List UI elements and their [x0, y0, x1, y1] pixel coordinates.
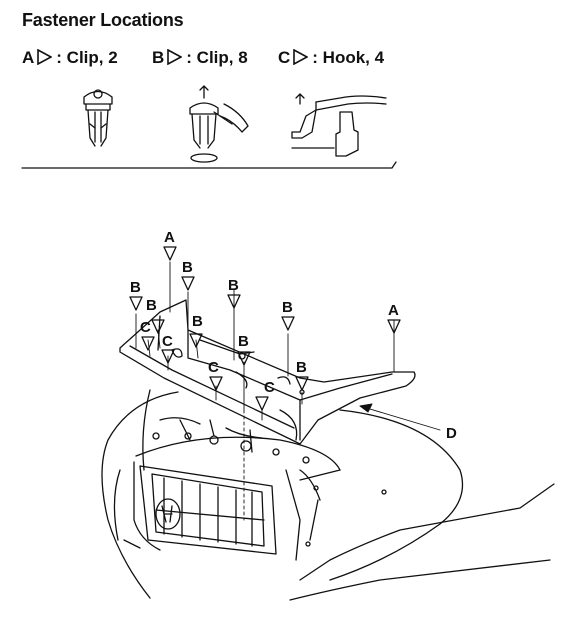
marker-label: B: [182, 259, 193, 276]
legend-a-letter: A: [22, 48, 35, 67]
engine-cover-panel-d: [119, 299, 416, 445]
legend-c-letter: C: [278, 48, 291, 67]
hook-c-illustration: [291, 93, 387, 157]
legend-c: C : Hook, 4: [278, 48, 384, 70]
marker-b-triangle: [295, 376, 309, 391]
marker-label: B: [192, 313, 203, 330]
legend-a-text: : Clip, 2: [56, 48, 118, 67]
marker-label: B: [130, 279, 141, 296]
legend-b-letter: B: [152, 48, 165, 67]
marker-label: C: [140, 319, 151, 336]
triangle-marker-icon: [36, 48, 53, 70]
marker-c-triangle: [255, 396, 269, 411]
vehicle-front-illustration: [101, 389, 555, 601]
marker-label: A: [388, 302, 399, 319]
legend-a: A : Clip, 2: [22, 48, 118, 70]
legend-b: B : Clip, 8: [152, 48, 248, 70]
clip-b-illustration: [189, 85, 249, 163]
legend-c-text: : Hook, 4: [312, 48, 385, 67]
marker-label: A: [164, 229, 175, 246]
section-divider: [21, 161, 397, 169]
marker-b-triangle: [189, 333, 203, 348]
marker-b-triangle: [181, 276, 195, 291]
marker-label: C: [208, 359, 219, 376]
legend-b-text: : Clip, 8: [186, 48, 248, 67]
marker-label: B: [228, 277, 239, 294]
marker-a-triangle: [163, 246, 177, 261]
marker-label: B: [146, 297, 157, 314]
marker-label: C: [162, 333, 173, 350]
triangle-marker-icon: [166, 48, 183, 70]
marker-c-triangle: [209, 376, 223, 391]
marker-label: B: [296, 359, 307, 376]
marker-a-triangle: [387, 319, 401, 334]
marker-b-triangle: [281, 316, 295, 331]
marker-c-triangle: [161, 349, 175, 364]
marker-b-triangle: [129, 296, 143, 311]
marker-b-triangle: [237, 351, 251, 366]
fastener-triangles: [129, 246, 401, 411]
marker-c-triangle: [141, 336, 155, 351]
marker-label: C: [264, 379, 275, 396]
leader-lines: [135, 261, 441, 521]
clip-a-illustration: [83, 89, 113, 147]
part-label-d: D: [446, 425, 457, 442]
marker-b-triangle: [151, 319, 165, 334]
marker-b-triangle: [227, 294, 241, 309]
marker-label: B: [282, 299, 293, 316]
triangle-marker-icon: [292, 48, 309, 70]
page-title: Fastener Locations: [22, 10, 184, 30]
marker-label: B: [238, 333, 249, 350]
